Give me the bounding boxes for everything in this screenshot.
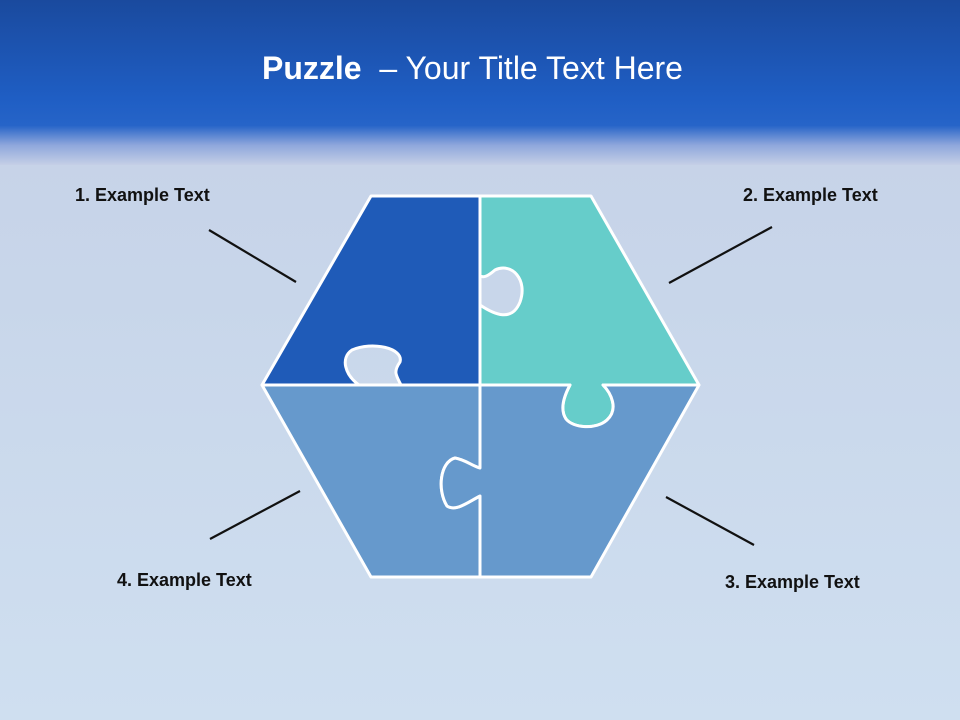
label-item-3: 3. Example Text bbox=[725, 572, 860, 592]
puzzle-piece-bottom-right[interactable] bbox=[439, 383, 701, 579]
puzzle-piece-top-left[interactable] bbox=[260, 194, 482, 387]
label-item-2: 2. Example Text bbox=[743, 185, 878, 205]
label-item-1: 1. Example Text bbox=[75, 185, 210, 205]
connector-line-4 bbox=[209, 490, 301, 540]
label-item-4: 4. Example Text bbox=[117, 570, 252, 590]
connector-line-1 bbox=[208, 229, 297, 283]
title-bold: Puzzle bbox=[262, 50, 362, 86]
connector-line-2 bbox=[668, 226, 773, 284]
title-rest: – Your Title Text Here bbox=[361, 50, 683, 86]
slide-title: Puzzle – Your Title Text Here bbox=[0, 50, 945, 87]
connector-line-3 bbox=[665, 496, 755, 546]
header-band bbox=[0, 0, 960, 165]
